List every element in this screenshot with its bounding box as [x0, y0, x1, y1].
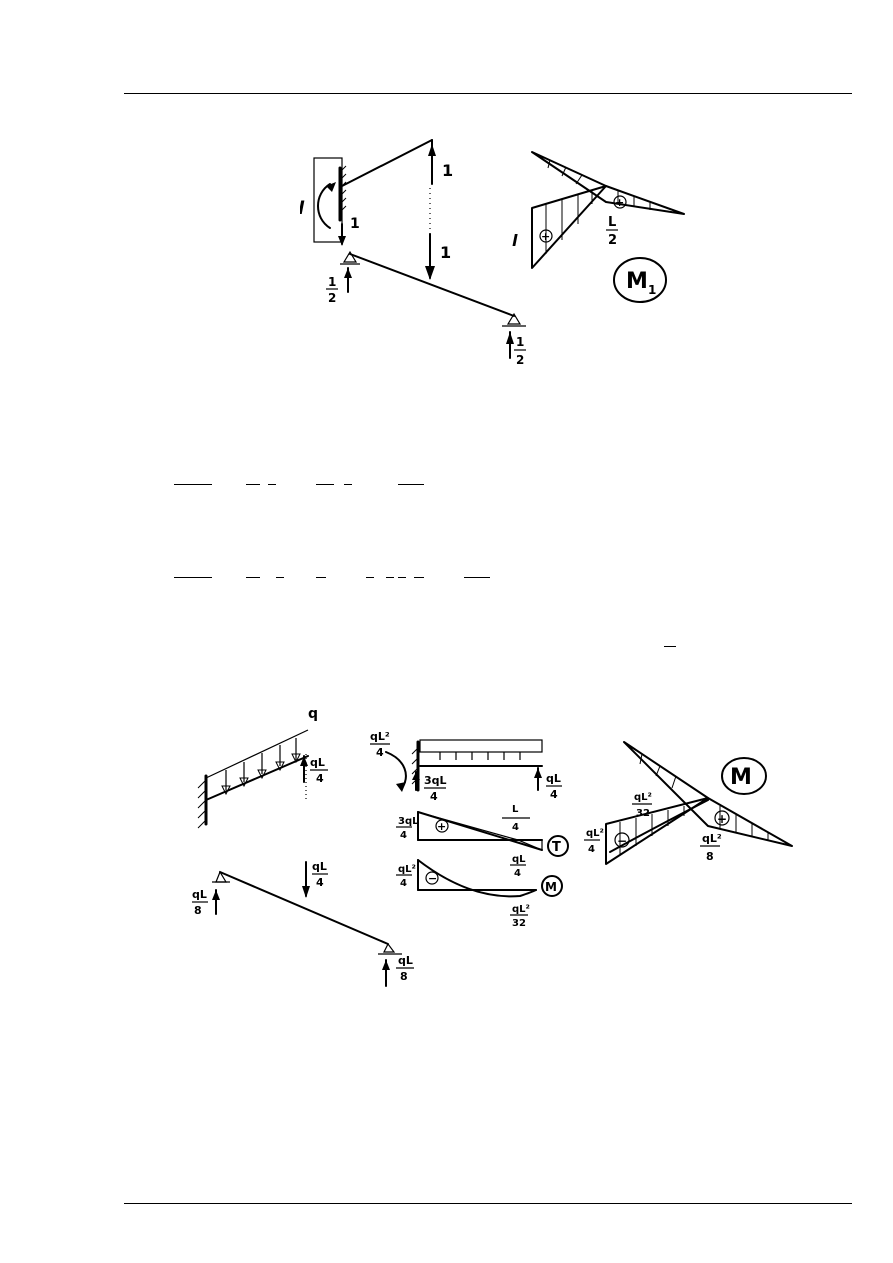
lower-left-den: 8 [194, 904, 202, 917]
moment-left-den: 4 [400, 878, 407, 889]
beam-sketch: qL 8 qL 4 qL 8 [192, 860, 414, 987]
load-top-label: 1 [442, 161, 453, 180]
fraction-line [398, 577, 406, 578]
m1-label-sub: 1 [648, 283, 656, 297]
m1-value-left: l [512, 231, 518, 250]
fraction-line [276, 577, 284, 578]
cantilever-sketch: q qL 4 [197, 706, 328, 829]
reaction-left-num: 1 [328, 275, 336, 289]
big-mid-num: qL² [634, 792, 652, 803]
big-mid-den: 32 [636, 808, 650, 819]
big-right-den: 8 [706, 850, 714, 863]
shear-left-den: 4 [400, 830, 407, 841]
lower-right-num: qL [398, 954, 413, 967]
big-sign-right: + [717, 812, 727, 826]
fixed-reaction-den: 4 [430, 790, 438, 803]
reaction-right-den: 2 [516, 353, 524, 367]
free-reaction-num: qL [546, 772, 561, 785]
reaction-right-num: 1 [516, 335, 524, 349]
shear-sign: + [437, 820, 446, 833]
m1-value-mid-num: L [608, 215, 616, 230]
fraction-line [366, 577, 374, 578]
big-sign-left: − [617, 834, 627, 848]
moment-diag-sign: − [428, 872, 437, 885]
fraction-line [414, 577, 424, 578]
load-q-label: q [308, 706, 318, 722]
reaction-fixed-label: 1 [350, 216, 360, 232]
m1-value-mid-den: 2 [608, 233, 617, 248]
big-left-den: 4 [588, 844, 595, 855]
footer-rule [124, 1203, 852, 1204]
shear-label: T [552, 840, 561, 855]
moment-arm-label: l [300, 198, 305, 219]
figure-distributed-load-diagram: q qL 4 qL 8 qL 4 qL 8 qL² 4 [192, 706, 793, 987]
m1-sign-right: + [615, 196, 624, 209]
m1-sign-left: + [541, 230, 550, 243]
fraction-line [664, 646, 676, 647]
moment-min-den: 32 [512, 918, 526, 929]
shear-dist-den: 4 [512, 822, 519, 833]
reaction-left-den: 2 [328, 291, 336, 305]
fraction-line [268, 484, 276, 485]
fraction-line [316, 577, 326, 578]
big-label: M [730, 765, 752, 790]
moment-left-num: qL² [398, 864, 416, 875]
lower-load-den: 4 [316, 876, 324, 889]
moment-num: qL² [370, 730, 390, 743]
shear-dist-num: L [512, 804, 519, 815]
structure-sketch: 1 l 1 1 1 2 1 2 [300, 139, 526, 367]
lower-left-num: qL [192, 888, 207, 901]
fraction-line [316, 484, 334, 485]
free-body-diagram: qL² 4 3qL 4 qL 4 [370, 730, 562, 803]
fraction-line [246, 484, 260, 485]
moment-diagram-m1: + + l L 2 M 1 [512, 151, 685, 303]
top-reaction-den: 4 [316, 772, 324, 785]
fraction-line [398, 484, 424, 485]
header-rule [124, 93, 852, 94]
big-right-num: qL² [702, 832, 722, 845]
moment-diag-label: M [545, 880, 557, 894]
moment-min-num: qL² [512, 904, 530, 915]
top-reaction-num: qL [310, 756, 325, 769]
shear-diagram: 3qL 4 + L 4 qL 4 T [396, 804, 569, 879]
big-left-num: qL² [586, 828, 604, 839]
moment-diagram-large: − + qL² 4 qL² 32 qL² 8 M [584, 741, 793, 865]
shear-right-den: 4 [514, 868, 521, 879]
free-reaction-den: 4 [550, 788, 558, 801]
fraction-line [386, 577, 394, 578]
m1-label: M [626, 269, 648, 294]
fraction-line [174, 577, 212, 578]
fraction-line [464, 577, 490, 578]
moment-diagram-small: qL² 4 − qL² 32 M [396, 859, 563, 929]
figure-unit-load-diagram: 1 l 1 1 1 2 1 2 [300, 139, 685, 367]
shear-left-num: 3qL [398, 816, 419, 827]
fraction-line [344, 484, 352, 485]
fraction-line [246, 577, 260, 578]
fixed-reaction-num: 3qL [424, 774, 447, 787]
shear-right-num: qL [512, 854, 526, 865]
load-mid-label: 1 [440, 243, 451, 262]
lower-load-num: qL [312, 860, 327, 873]
fraction-line [174, 484, 212, 485]
lower-right-den: 8 [400, 970, 408, 983]
moment-den: 4 [376, 746, 384, 759]
